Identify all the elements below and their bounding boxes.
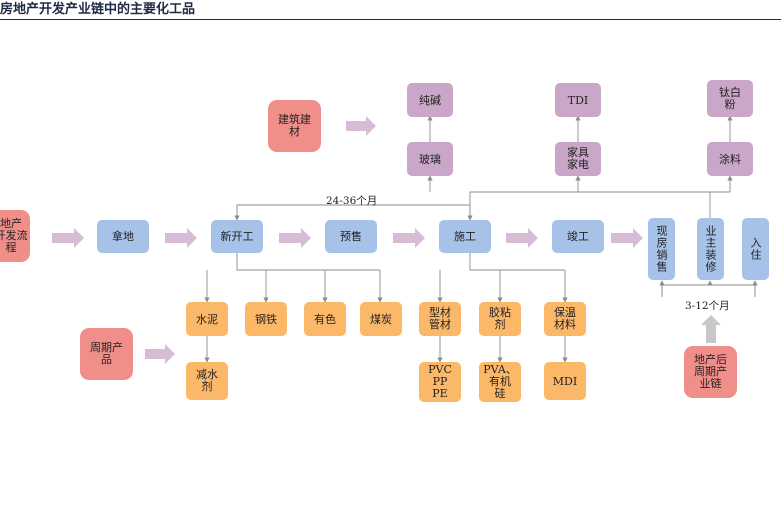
flow-arrow-6 bbox=[611, 228, 643, 248]
chem-paint: 涂料 bbox=[707, 142, 753, 176]
chem-water-reducer: 减水 剂 bbox=[186, 362, 228, 400]
bracket-post-period bbox=[661, 284, 756, 297]
chem-pva-silicone: PVA、 有机 硅 bbox=[479, 362, 521, 402]
mat-insulation: 保温 材料 bbox=[544, 302, 586, 336]
chem-titanium-dioxide: 钛白 粉 bbox=[707, 80, 753, 117]
flow-arrow-cycle-products bbox=[145, 344, 175, 364]
flow-arrow-building-materials bbox=[346, 116, 376, 136]
label-post-period: 3-12个月 bbox=[685, 300, 730, 312]
chem-furniture-appliance: 家具 家电 bbox=[555, 142, 601, 176]
flow-arrow-3 bbox=[279, 228, 311, 248]
chem-tdi: TDI bbox=[555, 83, 601, 117]
driver-dev-process: 地产 开发流 程 bbox=[0, 210, 30, 262]
chem-soda-ash: 纯碱 bbox=[407, 83, 453, 117]
title-divider bbox=[0, 19, 781, 20]
upper-bus-line bbox=[469, 191, 730, 205]
flow-arrow-1 bbox=[52, 228, 84, 248]
lower-bus-right bbox=[469, 253, 565, 271]
stage-new-start: 新开工 bbox=[211, 220, 263, 253]
flow-arrow-5 bbox=[506, 228, 538, 248]
mat-adhesive: 胶粘 剂 bbox=[479, 302, 521, 336]
chem-mdi: MDI bbox=[544, 362, 586, 400]
mat-coal: 煤炭 bbox=[360, 302, 402, 336]
mat-steel: 钢铁 bbox=[245, 302, 287, 336]
stage-land: 拿地 bbox=[97, 220, 149, 253]
label-construction-period: 24-36个月 bbox=[326, 195, 378, 207]
page-title: 房地产开发产业链中的主要化工品 bbox=[0, 2, 196, 17]
stage-completion: 竣工 bbox=[552, 220, 604, 253]
chem-glass: 玻璃 bbox=[407, 142, 453, 176]
stage-sales: 现房销售 bbox=[648, 218, 675, 280]
lower-bus-left bbox=[236, 253, 380, 271]
flow-arrow-post-cycle bbox=[701, 315, 721, 343]
mat-nonferrous: 有色 bbox=[304, 302, 346, 336]
stage-decoration: 业主装修 bbox=[697, 218, 724, 280]
flow-arrow-2 bbox=[165, 228, 197, 248]
mat-cement: 水泥 bbox=[186, 302, 228, 336]
stage-move-in: 入住 bbox=[742, 218, 769, 280]
driver-cycle-products: 周期产 品 bbox=[80, 328, 133, 380]
chem-pvc-pp-pe: PVC PP PE bbox=[419, 362, 461, 402]
stage-construction: 施工 bbox=[439, 220, 491, 253]
stage-presale: 预售 bbox=[325, 220, 377, 253]
mat-pipes: 型材 管材 bbox=[419, 302, 461, 336]
flow-arrow-4 bbox=[393, 228, 425, 248]
driver-post-cycle: 地产后 周期产 业链 bbox=[684, 346, 737, 398]
driver-building-materials: 建筑建 材 bbox=[268, 100, 321, 152]
